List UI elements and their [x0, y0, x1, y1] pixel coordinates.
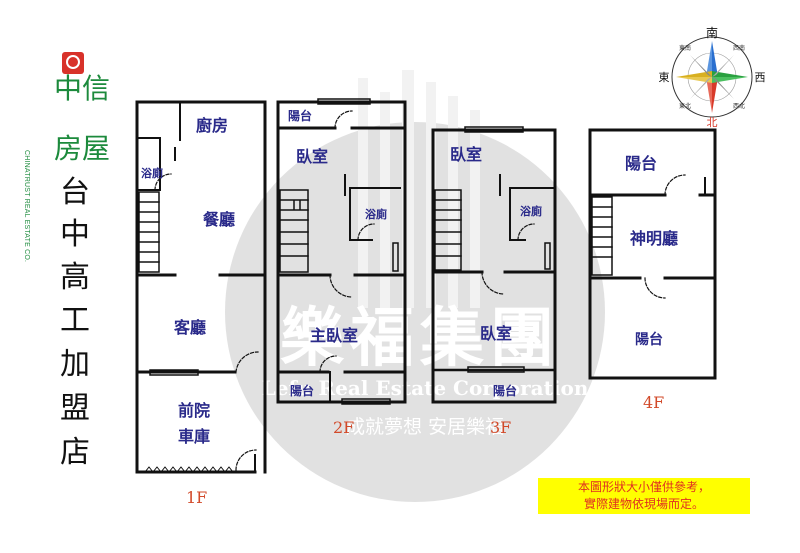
compass-label-diagonal: 東南 [679, 44, 691, 52]
store-char: 店 [60, 435, 90, 470]
floor-1f-labels: 廚房 浴廁 餐廳 客廳 前院 車庫 [141, 116, 235, 446]
watermark-subtitle: Lefu Real Estate Corporation [262, 376, 589, 400]
logo-flower-icon [66, 55, 80, 69]
room-balcony: 陽台 [493, 383, 517, 398]
disclaimer-note: 本圖形狀大小僅供參考， 實際建物依現場而定。 [538, 478, 750, 514]
room-kitchen: 廚房 [196, 116, 228, 135]
store-char: 盟 [60, 391, 90, 426]
floor-4f-doors [644, 174, 686, 299]
room-balcony: 陽台 [290, 383, 314, 398]
compass-label-right: 西 [755, 71, 766, 84]
room-bathroom: 浴廁 [520, 204, 542, 218]
floor-1f-garage-door [144, 466, 234, 473]
room-garage: 車庫 [178, 427, 210, 446]
floor-1f-stairs [138, 191, 160, 273]
disclaimer-line1: 本圖形狀大小僅供參考， [577, 480, 710, 494]
compass-label-diagonal: 西北 [733, 102, 745, 110]
floor-label-1f: 1F [186, 488, 207, 507]
compass-label-top: 南 [706, 25, 718, 40]
floor-1f-doors [154, 173, 259, 471]
floor-2f-doors [319, 110, 375, 373]
room-front-yard: 前院 [178, 401, 210, 420]
floor-2f-stairs [279, 189, 309, 273]
compass-label-left: 東 [659, 71, 670, 84]
floor-1f-windows [149, 369, 199, 376]
brand-name-line2: 房屋 [54, 132, 111, 165]
room-dining: 餐廳 [202, 210, 235, 229]
watermark: 樂福集團 Lefu Real Estate Corporation 成就夢想 安… [225, 70, 605, 502]
floor-1f-walls [135, 100, 267, 474]
watermark-slogan: 成就夢想 安居樂福 [346, 416, 504, 438]
compass-needle-north [712, 77, 718, 113]
floor-3f-doors [481, 223, 535, 295]
room-balcony: 陽台 [288, 108, 312, 123]
room-bedroom: 臥室 [296, 147, 328, 166]
brand-logo [62, 52, 84, 74]
compass-label-bottom: 北 [707, 116, 718, 129]
store-char: 加 [60, 347, 90, 382]
floor-3f-stairs [434, 189, 462, 271]
compass-needle-west [712, 71, 748, 77]
floor-4f-stairs [591, 196, 613, 276]
floor-3f-windows [464, 126, 551, 373]
floor-4f-walls [588, 128, 717, 380]
compass-label-diagonal: 西南 [733, 44, 745, 52]
disclaimer-line2: 實際建物依現場而定。 [583, 497, 704, 511]
compass-needle-east [676, 71, 712, 77]
store-char: 工 [60, 303, 90, 338]
brand-name-line1: 中信 [54, 72, 111, 105]
room-balcony: 陽台 [635, 331, 663, 348]
store-char: 台 [60, 175, 90, 210]
room-bedroom: 臥室 [450, 145, 482, 164]
room-bathroom: 浴廁 [365, 207, 387, 221]
room-balcony: 陽台 [625, 154, 657, 173]
floor-2f-labels: 陽台 臥室 浴廁 主臥室 陽台 [288, 108, 387, 398]
watermark-title: 樂福集團 [280, 301, 560, 376]
compass-rose: 南 北 東 西 東南 西南 東北 西北 [659, 25, 766, 129]
room-master-bedroom: 主臥室 [310, 326, 358, 345]
floor-4f-labels: 陽台 神明廳 陽台 [625, 154, 678, 348]
room-bathroom: 浴廁 [141, 166, 163, 180]
compass-label-diagonal: 東北 [679, 102, 691, 110]
floor-3f-walls [431, 128, 557, 404]
floor-3f-labels: 臥室 浴廁 臥室 陽台 [450, 145, 542, 398]
floor-2f-windows [317, 98, 399, 405]
room-shrine-hall: 神明廳 [630, 229, 678, 248]
store-char: 高 [60, 260, 90, 295]
room-bedroom: 臥室 [480, 324, 512, 343]
floor-label-3f: 3F [490, 418, 511, 437]
room-living: 客廳 [174, 318, 206, 337]
floor-label-4f: 4F [643, 393, 664, 412]
store-char: 中 [60, 217, 90, 252]
compass-needle-south [712, 41, 718, 77]
floor-label-2f: 2F [333, 418, 354, 437]
